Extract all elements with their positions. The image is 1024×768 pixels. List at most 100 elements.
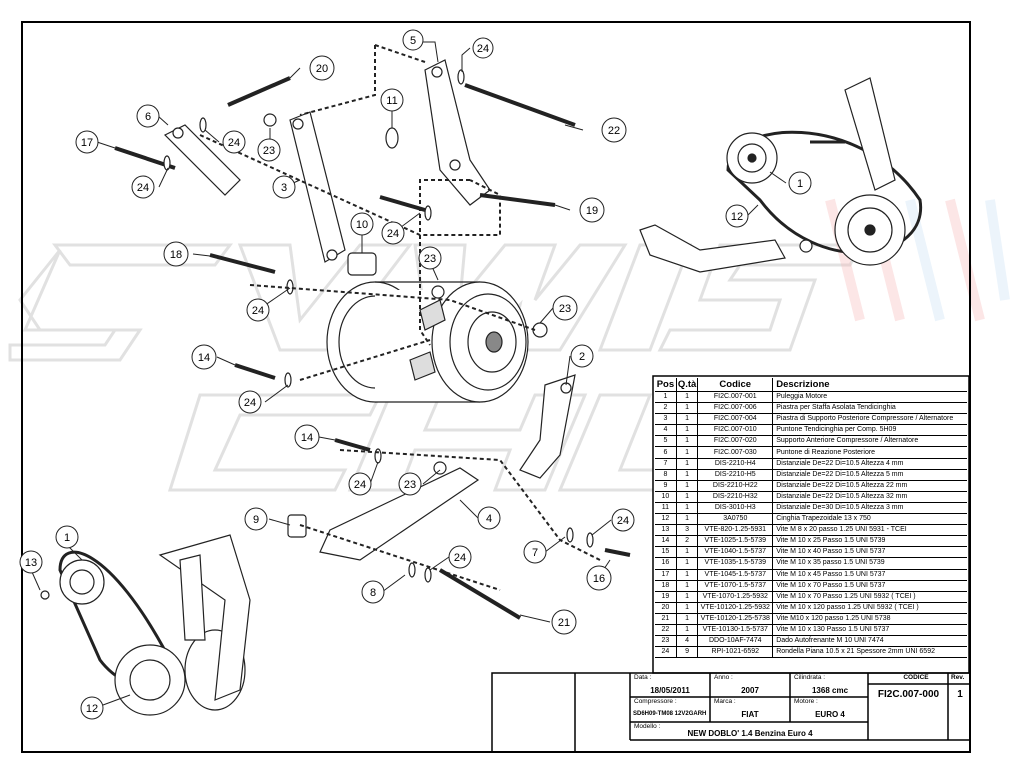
brand-value: FIAT xyxy=(741,710,759,719)
callout-24-i: 24 xyxy=(448,545,472,569)
row-code: DIS-2210-H32 xyxy=(697,491,774,503)
svg-text:4: 4 xyxy=(486,513,492,525)
svg-text:12: 12 xyxy=(86,703,98,715)
row-code: VTE-820-1.25-5931 xyxy=(697,524,774,537)
row-description: Puntone Tendicinghia per Comp. 5H09 xyxy=(772,424,967,437)
row-code: VTE-1045-1.5-5737 xyxy=(697,569,774,581)
callout-1-b: 1 xyxy=(55,525,79,549)
row-pos: 5 xyxy=(655,435,677,448)
svg-text:7: 7 xyxy=(532,547,538,559)
row-description: Dado Autofrenante M 10 UNI 7474 xyxy=(772,635,967,648)
row-code: FI2C.007-030 xyxy=(697,446,774,459)
row-qta: 1 xyxy=(676,557,699,570)
row-pos: 8 xyxy=(655,469,677,481)
row-qta: 1 xyxy=(676,569,699,581)
svg-text:11: 11 xyxy=(386,95,397,107)
row-code: FI2C.007-020 xyxy=(697,435,774,448)
svg-text:24: 24 xyxy=(617,515,629,527)
callout-8: 8 xyxy=(361,580,385,604)
row-description: Vite M 10 x 70 Passo 1.25 UNI 5932 ( TCE… xyxy=(772,591,967,603)
row-pos: 6 xyxy=(655,446,677,459)
row-description: Distanziale De=30 Di=10.5 Altezza 3 mm xyxy=(772,502,967,515)
callout-6: 6 xyxy=(136,104,160,128)
row-code: VTE-1070-1.25-5932 xyxy=(697,591,774,603)
exploded-parts xyxy=(114,59,631,620)
row-qta: 1 xyxy=(676,413,699,426)
callout-17: 17 xyxy=(75,130,99,154)
row-code: FI2C.007-004 xyxy=(697,413,774,426)
row-description: Vite M 10 x 70 Passo 1.5 UNI 5737 xyxy=(772,580,967,592)
code-label: CODICE xyxy=(903,674,929,681)
svg-text:8: 8 xyxy=(370,587,376,599)
row-pos: 21 xyxy=(655,613,677,625)
row-code: FI2C.007-006 xyxy=(697,402,774,415)
svg-text:18: 18 xyxy=(170,249,182,261)
row-description: Vite M 10 x 40 Passo 1.5 UNI 5737 xyxy=(772,546,967,559)
year-value: 2007 xyxy=(741,686,759,695)
row-description: Vite M 10 x 25 Passo 1.5 UNI 5739 xyxy=(772,535,967,548)
row-qta: 1 xyxy=(676,402,699,415)
col-pos: Pos xyxy=(655,378,677,392)
row-pos: 11 xyxy=(655,502,677,515)
callout-7: 7 xyxy=(523,540,547,564)
row-pos: 17 xyxy=(655,569,677,581)
col-descrizione: Descrizione xyxy=(772,378,967,392)
callout-24-d: 24 xyxy=(381,221,405,245)
row-qta: 1 xyxy=(676,502,699,515)
row-qta: 1 xyxy=(676,591,699,603)
svg-text:24: 24 xyxy=(252,305,264,317)
row-code: VTE-1070-1.5-5737 xyxy=(697,580,774,592)
col-qta: Q.tà xyxy=(676,378,699,392)
row-description: Vite M10 x 120 passo 1.25 UNI 5738 xyxy=(772,613,967,625)
row-qta: 1 xyxy=(676,480,699,492)
svg-text:19: 19 xyxy=(586,205,598,217)
svg-text:9: 9 xyxy=(253,514,259,526)
callout-12-a: 12 xyxy=(725,204,749,228)
assembled-view-bottom xyxy=(40,534,251,716)
row-qta: 3 xyxy=(676,524,699,537)
callout-14-a: 14 xyxy=(191,344,217,370)
engine-label: Motore : xyxy=(794,698,818,705)
row-code: VTE-10120-1.25-5738 xyxy=(697,613,774,625)
brand-label: Marca : xyxy=(714,698,736,705)
callout-16: 16 xyxy=(586,565,612,591)
svg-text:6: 6 xyxy=(145,111,151,123)
row-pos: 13 xyxy=(655,524,677,537)
row-qta: 1 xyxy=(676,424,699,437)
svg-text:16: 16 xyxy=(593,573,605,585)
svg-text:14: 14 xyxy=(198,352,210,364)
svg-text:1: 1 xyxy=(64,532,70,544)
callout-24-c: 24 xyxy=(131,175,155,199)
row-description: Cinghia Trapezoidale 13 x 750 xyxy=(772,513,967,526)
row-pos: 16 xyxy=(655,557,677,570)
compressor-value: SD6H09-TM08 12V2GARH xyxy=(633,711,707,717)
row-qta: 2 xyxy=(676,535,699,548)
row-pos: 20 xyxy=(655,602,677,614)
svg-text:23: 23 xyxy=(559,303,571,315)
svg-text:24: 24 xyxy=(454,552,466,564)
row-code: DIS-3010-H3 xyxy=(697,502,774,515)
callout-5: 5 xyxy=(402,29,424,51)
svg-text:12: 12 xyxy=(731,211,743,223)
callout-24-f: 24 xyxy=(238,390,262,414)
row-pos: 14 xyxy=(655,535,677,548)
svg-text:1: 1 xyxy=(797,178,803,190)
svg-text:2: 2 xyxy=(579,351,585,363)
row-qta: 1 xyxy=(676,624,699,637)
callout-24-a: 24 xyxy=(472,37,494,59)
rev-label: Rev. xyxy=(951,674,965,681)
row-pos: 19 xyxy=(655,591,677,603)
callout-24-b: 24 xyxy=(222,130,246,154)
svg-text:24: 24 xyxy=(387,228,399,240)
displacement-label: Cilindrata : xyxy=(794,674,826,681)
row-description: Distanziale De=22 Di=10.5 Altezza 4 mm xyxy=(772,458,967,470)
row-pos: 10 xyxy=(655,491,677,503)
row-description: Rondella Piana 10.5 x 21 Spessore 2mm UN… xyxy=(772,646,967,659)
